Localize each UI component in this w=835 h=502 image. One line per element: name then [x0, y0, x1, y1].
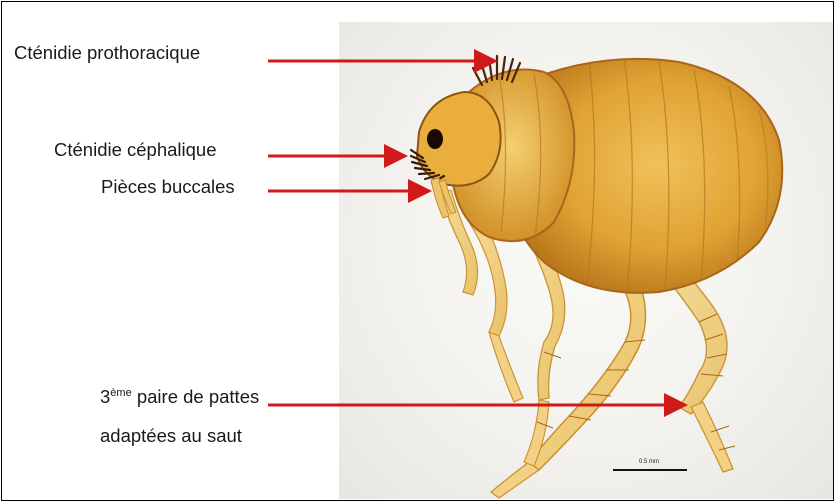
scale-bar: [613, 469, 687, 471]
scale-bar-label: 0.5 mm: [639, 459, 659, 465]
